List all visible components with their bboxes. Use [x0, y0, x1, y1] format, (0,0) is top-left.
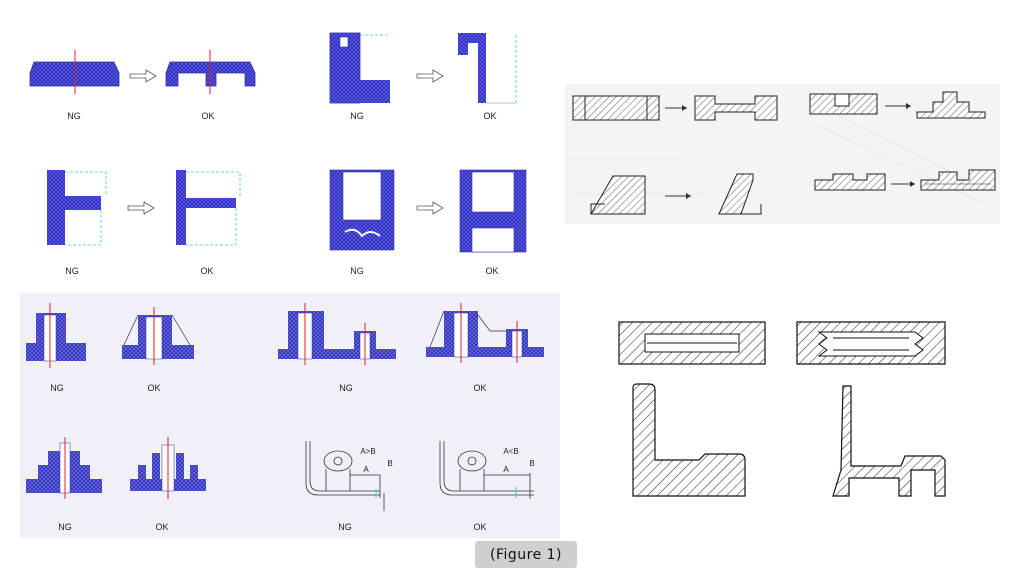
- l-section-ng: [632, 383, 746, 497]
- stepped-boss-ng: [26, 437, 102, 499]
- cap-ng: [809, 93, 878, 115]
- label-ok-4: OK: [485, 266, 499, 276]
- thick-plate-ng: [618, 321, 766, 365]
- arrow-4: [416, 201, 444, 215]
- double-boss-ng: [278, 303, 396, 365]
- label-ng-8: NG: [338, 522, 352, 532]
- label-ng-1: NG: [67, 111, 81, 121]
- ng-slab: [29, 50, 120, 94]
- dim-b-ng: B: [387, 459, 393, 468]
- relation-ok: A<B: [503, 447, 519, 456]
- wedge-ok: [718, 173, 762, 215]
- label-ok-3: OK: [200, 266, 214, 276]
- top-right-diagrams: [565, 91, 996, 215]
- top-left-diagram-panel: NG OK NG OK NG OK NG OK: [0, 0, 560, 290]
- label-ng-6: NG: [339, 383, 353, 393]
- arrow-1: [129, 69, 157, 83]
- stepped-ok: [920, 169, 996, 191]
- wedge-ng: [590, 175, 646, 215]
- label-ok-6: OK: [473, 383, 487, 393]
- arrow-2: [416, 69, 444, 83]
- label-ng-3: NG: [65, 266, 79, 276]
- figure-caption: (Figure 1): [475, 541, 577, 568]
- ok-l-wall: [458, 33, 517, 104]
- label-ng-4: NG: [350, 266, 364, 276]
- bottom-left-diagram-panel: NG OK NG OK NG OK NG OK A>B A<B A B A B: [20, 293, 560, 538]
- stepped-ng: [814, 173, 886, 191]
- l-section-ok: [832, 385, 946, 497]
- cap-ok: [916, 91, 986, 119]
- label-ok-7: OK: [155, 522, 169, 532]
- label-ok-1: OK: [201, 111, 215, 121]
- clip-ng: [305, 441, 385, 511]
- label-ng-5: NG: [50, 383, 64, 393]
- boss-ok: [122, 307, 194, 365]
- ng-box: [329, 169, 395, 251]
- block-ok: [694, 95, 778, 121]
- bottom-right-diagram-panel: [605, 310, 960, 510]
- ok-t-shape: [176, 170, 241, 246]
- boss-ng: [26, 303, 86, 368]
- top-right-diagram-panel: [565, 84, 1000, 224]
- relation-ng: A>B: [360, 447, 376, 456]
- label-ok-2: OK: [483, 111, 497, 121]
- dim-a-ok: A: [503, 465, 509, 474]
- label-ok-5: OK: [147, 383, 161, 393]
- stepped-boss-ok: [130, 437, 206, 499]
- thick-plate-ok: [796, 321, 946, 365]
- ok-box: [459, 169, 527, 253]
- double-boss-ok: [426, 303, 544, 363]
- bottom-left-diagrams: [26, 303, 544, 511]
- dim-a-ng: A: [363, 465, 369, 474]
- top-left-diagrams: [29, 32, 527, 253]
- clip-ok: [439, 441, 534, 499]
- ok-slab: [165, 50, 256, 94]
- ng-l-wall: [329, 32, 390, 104]
- bottom-right-diagrams: [618, 321, 946, 497]
- ng-t-shape: [47, 170, 107, 246]
- dim-b-ok: B: [529, 459, 535, 468]
- label-ng-2: NG: [350, 111, 364, 121]
- label-ng-7: NG: [58, 522, 72, 532]
- label-ok-8: OK: [473, 522, 487, 532]
- arrow-3: [127, 201, 155, 215]
- block-ng: [572, 95, 660, 121]
